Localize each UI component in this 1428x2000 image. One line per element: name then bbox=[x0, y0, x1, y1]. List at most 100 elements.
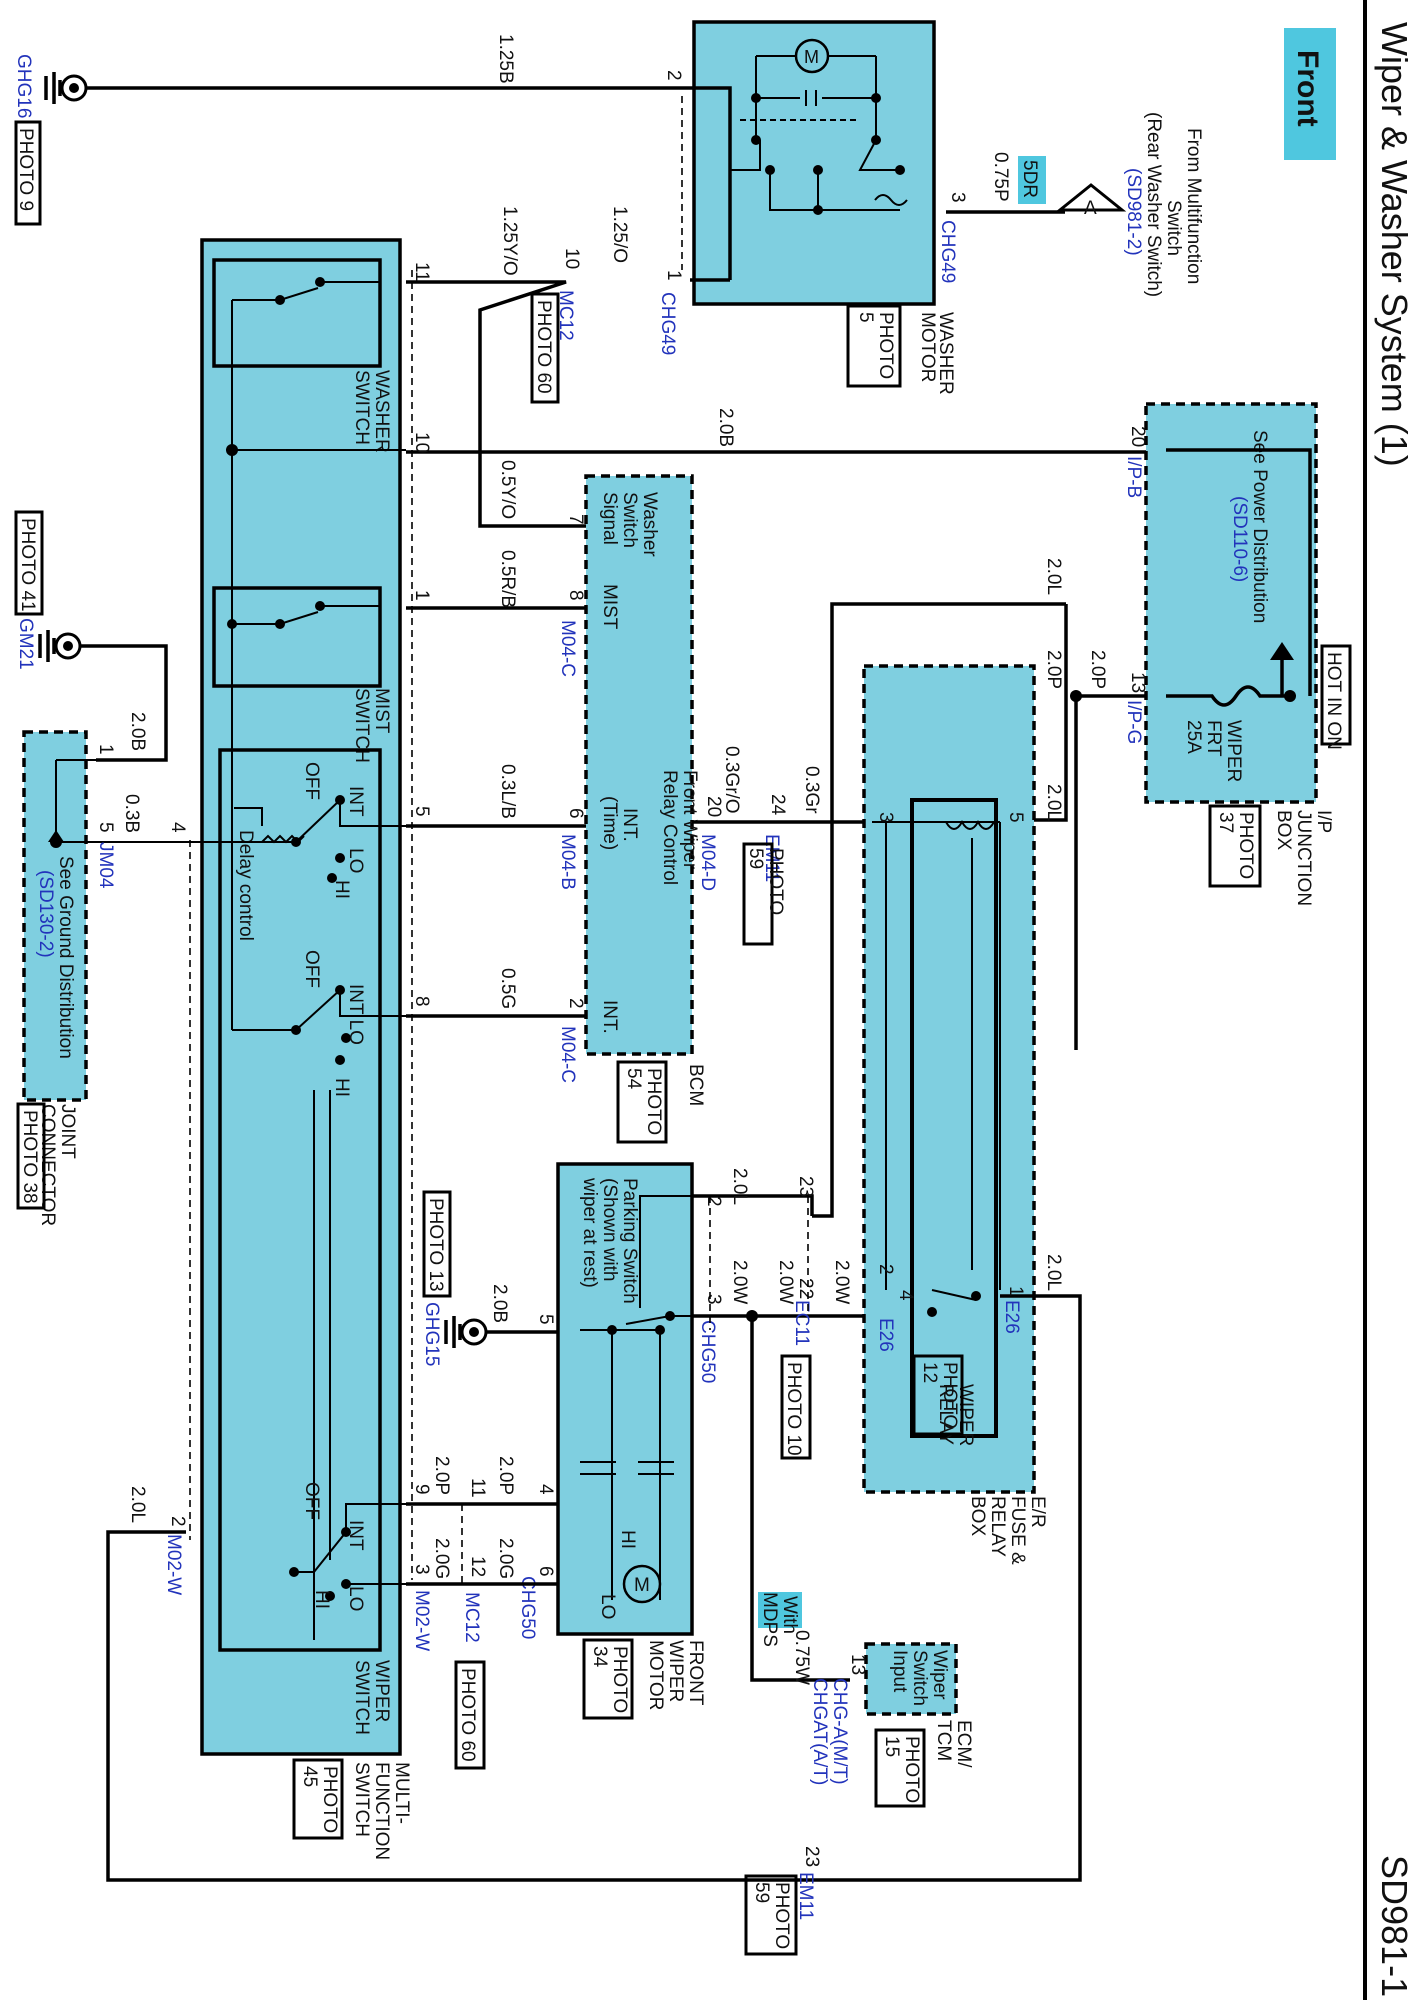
pin-4-chg50: 4 bbox=[535, 1484, 556, 1495]
wire-05g: 0.5G bbox=[497, 968, 518, 1009]
photo-59-b-2: 59 bbox=[751, 1882, 772, 1903]
pin-2-chg50: 2 bbox=[703, 1196, 724, 1207]
pin-10-mc12: 10 bbox=[561, 248, 582, 269]
bcm-int-time-1: INT. bbox=[619, 808, 640, 842]
er-fuse-relay-box bbox=[862, 664, 1036, 1494]
sw-hi-1: HI bbox=[331, 880, 352, 899]
photo-13-frame bbox=[422, 1190, 452, 1298]
bcm-relay-ctrl-1: Front Wiper bbox=[679, 770, 700, 870]
wiper-switch-label-2: SWITCH bbox=[351, 1660, 372, 1735]
sw-off-1: OFF bbox=[301, 762, 322, 800]
wire-125yo-a: 1.25/O bbox=[609, 206, 630, 263]
wiper-relay bbox=[910, 798, 998, 1438]
offpage-a-label: A bbox=[1084, 198, 1097, 219]
wire-03gro: 0.3Gr/O bbox=[721, 746, 742, 814]
photo-60-b-frame bbox=[454, 1660, 486, 1770]
wire-20w-c: 2.0W bbox=[729, 1260, 750, 1304]
wire-20l-mid: 2.0L bbox=[729, 1168, 750, 1205]
washer-motor-label-1: WASHER bbox=[935, 312, 956, 395]
ground-dist-arrow bbox=[48, 830, 64, 842]
front-motor-label-1: FRONT bbox=[685, 1640, 706, 1706]
washer-switch bbox=[212, 258, 382, 368]
ip-box-label-1: I/P bbox=[1313, 810, 1334, 833]
er-pin-1: 1 bbox=[1005, 1286, 1026, 1297]
sw-hi-3: HI bbox=[311, 1590, 332, 1609]
photo-59-a-1: PHOTO bbox=[765, 848, 786, 915]
ecm-tcm bbox=[864, 1642, 958, 1716]
mist-switch bbox=[212, 586, 382, 688]
conn-gm21: GM21 bbox=[15, 618, 36, 670]
ecm-input-3: Input bbox=[889, 1650, 910, 1693]
conn-e26-a: E26 bbox=[1001, 1300, 1022, 1334]
sw-lo-3: LO bbox=[345, 1586, 366, 1611]
front-motor-photo-frame bbox=[582, 1638, 634, 1720]
washer-switch-label-2: SWITCH bbox=[351, 370, 372, 445]
wire-075p: 0.75P bbox=[990, 152, 1011, 202]
ip-box-photo-1: PHOTO bbox=[1235, 812, 1256, 879]
ground-ghg15 bbox=[460, 1318, 488, 1346]
ground-ghg16 bbox=[44, 72, 690, 104]
wire-20p-b: 2.0P bbox=[1043, 650, 1064, 689]
pin-6-bcm: 6 bbox=[565, 808, 586, 819]
pin-22-ec11: 22 bbox=[795, 1278, 816, 1299]
wire-075w: 0.75W bbox=[791, 1630, 812, 1685]
bcm-photo-2: 54 bbox=[623, 1068, 644, 1090]
wire-20l-a: 2.0L bbox=[1043, 558, 1064, 595]
photo-10-frame bbox=[780, 1354, 812, 1460]
svg-text:M: M bbox=[634, 1575, 650, 1596]
mfs-photo-frame bbox=[292, 1758, 344, 1840]
pin-20-ipb: 20 bbox=[1127, 426, 1148, 447]
conn-m04d: M04-D bbox=[697, 834, 718, 891]
wire-20w-a: 2.0W bbox=[831, 1260, 852, 1304]
sw-lo-1: LO bbox=[345, 848, 366, 873]
power-dist-2: (SD110-6) bbox=[1229, 496, 1250, 582]
pin-2-bcm: 2 bbox=[565, 998, 586, 1009]
er-pin-5: 5 bbox=[1005, 812, 1026, 823]
fuse-label-3: 25A bbox=[1183, 720, 1204, 754]
ecm-input-2: Switch bbox=[909, 1650, 930, 1706]
ecm-photo-2: 15 bbox=[881, 1736, 902, 1757]
pin-1-mfs-mist: 1 bbox=[411, 590, 432, 601]
bcm-label: BCM bbox=[685, 1064, 706, 1106]
pin-1-jm04: 1 bbox=[95, 744, 116, 755]
ip-box-label-2: JUNCTION bbox=[1293, 810, 1314, 906]
bcm-int-time-2: (Time) bbox=[599, 796, 620, 850]
wiper-relay-photo-2: 12 bbox=[919, 1362, 940, 1383]
wiper-relay-label-2: RELAY bbox=[935, 1384, 956, 1445]
ecm-label-1: ECM/ bbox=[953, 1720, 974, 1768]
svg-text:M: M bbox=[804, 47, 819, 67]
offpage-arrow-a bbox=[1055, 183, 1127, 212]
wire-20l-bottom: 2.0L bbox=[127, 1486, 148, 1523]
diagram-code: SD981-1 bbox=[1374, 1855, 1415, 1997]
wire-20p-mf2: 2.0P bbox=[495, 1456, 516, 1495]
mfs-label-2: FUNCTION bbox=[371, 1762, 392, 1860]
wire-20b-top: 2.0B bbox=[715, 408, 736, 447]
bcm-mist: MIST bbox=[599, 584, 620, 630]
pin-5-ghg15: 5 bbox=[535, 1314, 556, 1325]
photo-9: PHOTO 9 bbox=[15, 128, 36, 211]
washer-motor-label-2: MOTOR bbox=[917, 312, 938, 382]
pin-20-bcm: 20 bbox=[703, 796, 724, 817]
pin-12-mc12: 12 bbox=[467, 1556, 488, 1577]
photo-60-b: PHOTO 60 bbox=[457, 1668, 478, 1762]
front-motor-photo-1: PHOTO bbox=[609, 1646, 630, 1713]
conn-chg50: CHG50 bbox=[697, 1320, 718, 1383]
pin-2-ghg16: 2 bbox=[663, 70, 684, 81]
pin-13-ecm: 13 bbox=[847, 1654, 868, 1675]
photo-60-a: PHOTO 60 bbox=[533, 300, 554, 394]
conn-m04b: M04-B bbox=[557, 834, 578, 890]
sw-off-3: OFF bbox=[301, 1482, 322, 1520]
pin-11-mfs: 11 bbox=[411, 262, 432, 282]
with-mdps-2: MDPS bbox=[759, 1592, 780, 1647]
conn-em11-b: EM11 bbox=[795, 1872, 816, 1920]
pin-13-ipg: 13 bbox=[1127, 672, 1148, 693]
er-pin-3: 3 bbox=[875, 812, 896, 823]
wire-20w-b: 2.0W bbox=[775, 1260, 796, 1304]
wire-20p-a: 2.0P bbox=[1087, 650, 1108, 689]
front-motor-lo: LO bbox=[597, 1594, 618, 1619]
front-badge-label: Front bbox=[1291, 50, 1324, 127]
ecm-label-2: TCM bbox=[933, 1720, 954, 1761]
photo-59-a-frame bbox=[742, 842, 774, 946]
wire-20b-gnd: 2.0B bbox=[489, 1284, 510, 1323]
pin-1-mist: 1 bbox=[411, 590, 432, 601]
